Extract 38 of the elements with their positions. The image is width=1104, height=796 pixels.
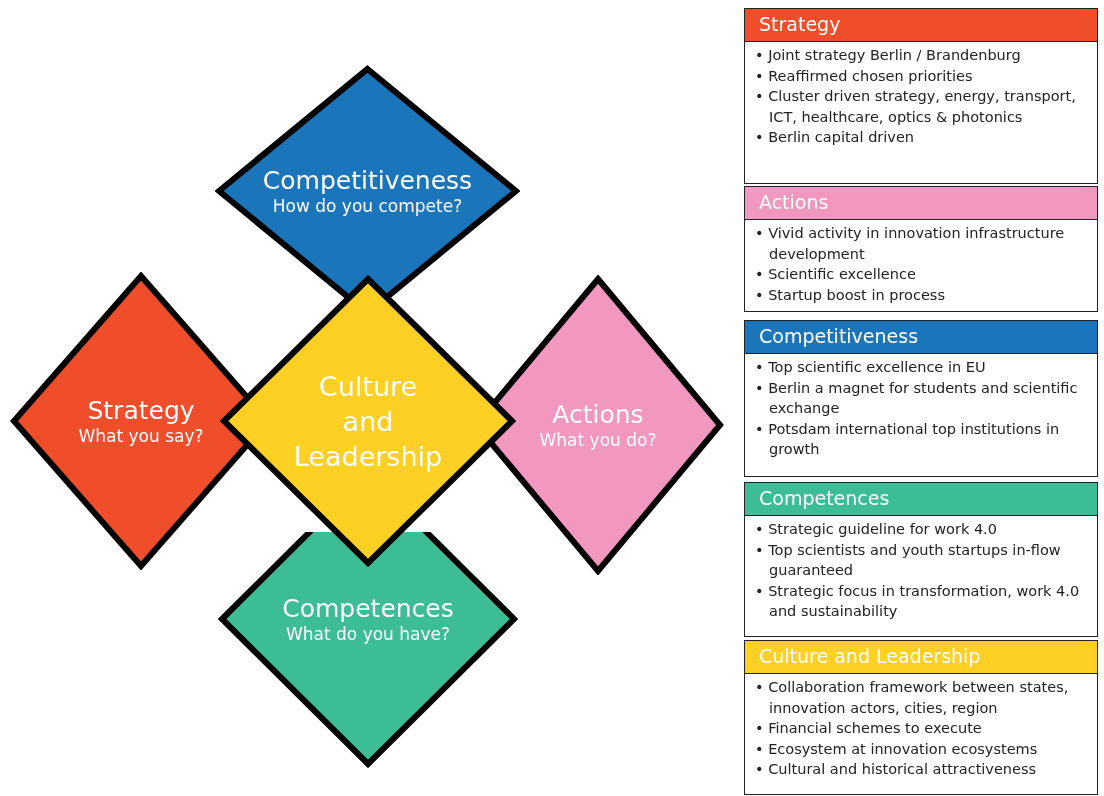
bullet-item: • Strategic focus in transformation, work 4.0 and sustainability xyxy=(755,581,1081,621)
bullet-item: • Berlin capital driven xyxy=(755,128,916,147)
bullet-item: • Scientific excellence xyxy=(755,265,917,284)
diamond-subtitle: How do you compete? xyxy=(272,196,463,216)
bullet-item: • Top scientists and youth startups in-flow guaranteed xyxy=(755,540,1062,580)
bullet-item: • Joint strategy Berlin / Brandenburg xyxy=(755,46,1022,65)
panel-heading: Culture and Leadership xyxy=(745,641,1097,674)
info-panel xyxy=(744,186,1098,312)
bullet-item: • Reaffirmed chosen priorities xyxy=(755,66,974,86)
diamond-shape xyxy=(218,532,518,768)
panel-heading: Competences xyxy=(745,483,1097,516)
diamond-subtitle: What do you have? xyxy=(285,624,450,644)
info-panel xyxy=(744,482,1098,637)
diamond-subtitle: What you do? xyxy=(539,430,657,450)
diamond-subtitle: What you say? xyxy=(78,426,204,446)
bullet-item: • Cluster driven strategy, energy, transport, ICT, healthcare, optics & photonics xyxy=(755,87,1077,127)
diamond-title: Competitiveness xyxy=(262,166,473,196)
diamond-title: Actions xyxy=(552,400,644,430)
bullet-item: • Strategic guideline for work 4.0 xyxy=(755,520,998,539)
bullet-item: • Collaboration framework between states, innovation actors, cities, region xyxy=(755,678,1070,718)
info-panel xyxy=(744,8,1098,184)
diamond-shape xyxy=(220,275,516,567)
bullet-item: • Potsdam international top institutions in growth xyxy=(755,419,1061,459)
panel-heading: Strategy xyxy=(745,9,1097,42)
bullet-item: • Berlin a magnet for students and scientific exchange xyxy=(755,378,1079,418)
info-panel xyxy=(744,320,1098,477)
bullet-item: • Startup boost in process xyxy=(755,285,946,305)
info-panel xyxy=(744,640,1098,795)
bullet-item: • Financial schemes to execute xyxy=(755,719,983,738)
diamond-title: Strategy xyxy=(87,396,195,426)
diamond-title: Culture and Leadership xyxy=(293,369,443,474)
bullet-item: • Ecosystem at innovation ecosystems xyxy=(755,739,1039,759)
bullet-item: • Cultural and historical attractiveness xyxy=(755,760,1038,779)
diamond-title: Competences xyxy=(282,594,454,624)
panel-heading: Competitiveness xyxy=(745,321,1097,354)
panel-heading: Actions xyxy=(745,187,1097,220)
bullet-item: • Top scientific excellence in EU xyxy=(755,358,987,377)
bullet-item: • Vivid activity in innovation infrastructure development xyxy=(755,224,1066,264)
